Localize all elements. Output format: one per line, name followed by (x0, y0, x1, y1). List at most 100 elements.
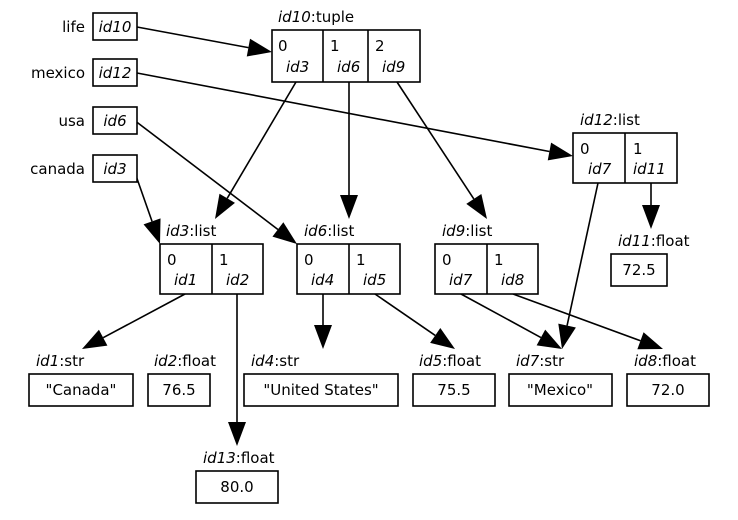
arrow-line-id10-2-to-id9 (396, 81, 475, 200)
value-box (412, 373, 496, 407)
variable-mexico: mexico id12 (31, 58, 138, 87)
object-id12-list: id12:list 0 id7 1 id11 (572, 111, 678, 184)
object-id1-str: id1:str "Canada" (28, 352, 134, 407)
object-id4-str: id4:str "United States" (243, 352, 399, 407)
object-value: "Mexico" (527, 381, 593, 399)
tuple-box (271, 29, 421, 83)
object-header: id13:float (203, 449, 275, 467)
cell-index: 0 (304, 251, 314, 269)
value-box (610, 253, 668, 287)
arrowhead-icon (430, 327, 455, 349)
variable-box (92, 12, 138, 41)
arrowhead-icon (340, 195, 358, 219)
cell-ref: id9 (382, 58, 405, 76)
arrow-line-id6-1-to-id5 (374, 293, 436, 337)
cell-index: 1 (633, 140, 643, 158)
cell-index: 0 (580, 140, 590, 158)
object-header: id2:float (154, 352, 216, 370)
object-value: 72.0 (651, 381, 684, 399)
arrowhead-icon (558, 323, 576, 349)
object-value: 72.5 (622, 261, 655, 279)
object-value: 76.5 (162, 381, 195, 399)
cell-ref: id5 (363, 271, 386, 289)
value-box (243, 373, 399, 407)
object-header: id1:str (36, 352, 85, 370)
variable-usa: usa id6 (58, 106, 138, 135)
cell-ref: id8 (501, 271, 524, 289)
value-box (626, 373, 710, 407)
cell-ref: id7 (588, 160, 612, 178)
variable-ref: id12 (99, 64, 132, 82)
cell-index: 1 (219, 251, 229, 269)
cell-index: 1 (356, 251, 366, 269)
cell-ref: id6 (337, 58, 360, 76)
arrowhead-icon (642, 205, 660, 229)
cell-index: 1 (494, 251, 504, 269)
arrowhead-icon (466, 193, 487, 219)
reference-arrows (82, 26, 663, 446)
object-value: 75.5 (437, 381, 470, 399)
object-header: id5:float (419, 352, 481, 370)
cell-ref: id1 (174, 271, 197, 289)
arrow-line-id9-0-to-id7 (460, 293, 542, 339)
cell-index: 0 (278, 37, 288, 55)
arrowhead-icon (272, 222, 297, 244)
value-box (508, 373, 613, 407)
arrowhead-icon (82, 329, 108, 349)
arrowhead-icon (215, 193, 235, 219)
arrow-line-id12-0-to-id7 (566, 182, 599, 326)
object-id3-list: id3:list 0 id1 1 id2 (159, 222, 264, 295)
arrowhead-icon (536, 329, 562, 349)
arrow-line-id9-1-to-id8 (512, 293, 641, 342)
cell-ref: id11 (633, 160, 666, 178)
cell-ref: id2 (226, 271, 249, 289)
variable-ref: id6 (103, 112, 126, 130)
object-id5-float: id5:float 75.5 (412, 352, 496, 407)
cell-index: 0 (442, 251, 452, 269)
cell-index: 1 (330, 37, 340, 55)
object-id8-float: id8:float 72.0 (626, 352, 710, 407)
value-box (195, 470, 279, 504)
arrowhead-icon (143, 218, 161, 244)
arrow-line-id10-0-to-id3 (226, 81, 297, 199)
object-id9-list: id9:list 0 id7 1 id8 (434, 222, 539, 295)
object-header: id4:str (251, 352, 300, 370)
variable-canada: canada id3 (30, 154, 138, 183)
arrowhead-icon (228, 422, 246, 446)
object-header: id6:list (304, 222, 354, 240)
variable-name: life (62, 18, 85, 36)
cell-ref: id3 (286, 58, 309, 76)
variable-name: mexico (31, 64, 85, 82)
variable-name: canada (30, 160, 85, 178)
arrow-line-id3-0-to-id1 (102, 293, 186, 339)
object-header: id7:str (516, 352, 565, 370)
variable-ref: id10 (99, 18, 132, 36)
arrow-line-usa-to-id6 (133, 119, 279, 231)
arrowhead-icon (637, 332, 663, 350)
value-box (147, 373, 211, 407)
object-id7-str: id7:str "Mexico" (508, 352, 613, 407)
object-header: id11:float (618, 232, 690, 250)
variable-ref: id3 (103, 160, 126, 178)
object-header: id9:list (442, 222, 492, 240)
object-id6-list: id6:list 0 id4 1 id5 (296, 222, 401, 295)
object-value: "Canada" (46, 381, 117, 399)
variable-box (92, 154, 138, 183)
cell-index: 0 (167, 251, 177, 269)
variable-life: life id10 (62, 12, 138, 41)
variable-name: usa (58, 112, 85, 130)
arrowhead-icon (547, 142, 573, 161)
arrowhead-icon (314, 325, 332, 349)
object-header: id12:list (580, 111, 640, 129)
variable-box (92, 58, 138, 87)
variable-box (92, 106, 138, 135)
cell-index: 2 (375, 37, 385, 55)
arrow-line-mexico-to-id12 (136, 72, 550, 153)
object-value: 80.0 (220, 478, 253, 496)
object-id2-float: id2:float 76.5 (147, 352, 216, 407)
arrowhead-icon (246, 38, 272, 57)
object-header: id3:list (166, 222, 216, 240)
object-value: "United States" (263, 381, 378, 399)
object-id11-float: id11:float 72.5 (610, 232, 690, 287)
